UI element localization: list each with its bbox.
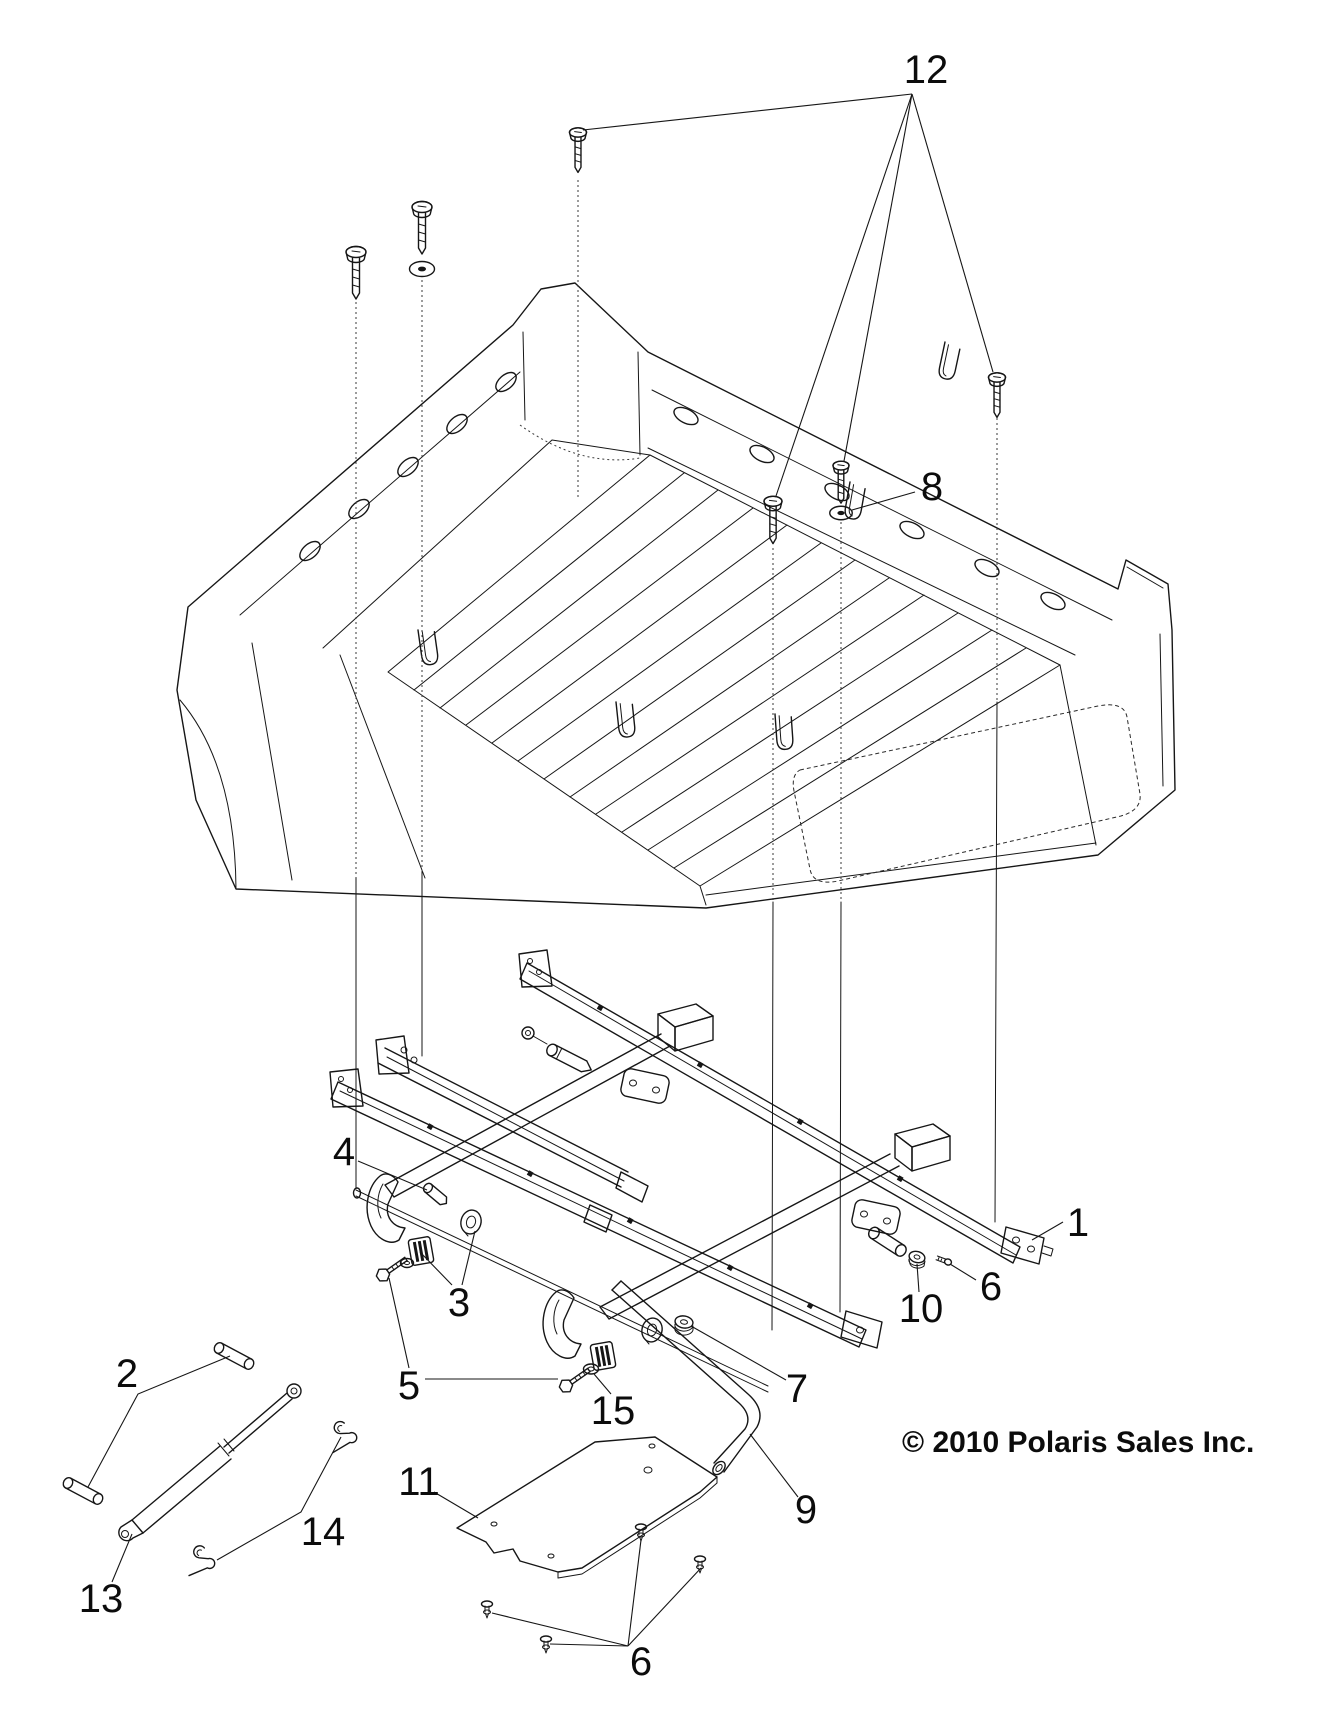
- leader-line-3: [462, 1231, 475, 1285]
- box-floor: [388, 455, 1096, 905]
- screw-12-a: [345, 245, 367, 300]
- bolt-5-a: [373, 1252, 411, 1285]
- screw-12-c: [568, 127, 588, 173]
- callout-1: 1: [1067, 1201, 1089, 1245]
- bushing-3-d: [638, 1315, 666, 1345]
- screw-12-b: [411, 200, 433, 255]
- callout-6-right: 6: [980, 1265, 1002, 1309]
- mounting-screws: [345, 127, 1007, 545]
- leader-line-6-bottom: [550, 1644, 628, 1646]
- leader-line-6-right: [950, 1264, 976, 1280]
- leader-line-12: [583, 94, 912, 130]
- pin-10: [867, 1225, 909, 1258]
- push-rivets-6: [480, 1523, 707, 1654]
- leader-line-7: [691, 1326, 786, 1380]
- frame-bed-support: [376, 1036, 648, 1202]
- skid-plate-11: [457, 1437, 717, 1578]
- leader-line-1: [1032, 1222, 1063, 1240]
- screw-12-f: [987, 372, 1007, 418]
- leader-line-5: [389, 1278, 409, 1368]
- leader-line-10: [917, 1264, 919, 1292]
- bushing-3-c: [588, 1339, 618, 1373]
- leader-line-13: [112, 1534, 132, 1582]
- screw-6-right: [936, 1255, 953, 1266]
- support-tube-9: [612, 1281, 760, 1477]
- callout-13: 13: [79, 1577, 124, 1621]
- frame-crossmember-rear: [600, 1124, 950, 1319]
- callout-9: 9: [795, 1488, 817, 1532]
- leader-line-14: [217, 1437, 341, 1560]
- cargo-box: [177, 283, 1175, 908]
- bushing-3-b: [457, 1207, 485, 1237]
- screw-12-d: [763, 495, 783, 545]
- leader-line-8: [852, 492, 915, 510]
- frame-rail-front: [330, 1069, 882, 1348]
- bushing-3-a: [406, 1234, 436, 1268]
- gas-strut: [119, 1384, 301, 1541]
- projection-lines: [356, 180, 997, 1330]
- tailgate-handle-recess: [793, 705, 1140, 882]
- box-rim: [240, 372, 1163, 655]
- frame-rail-rear: [519, 950, 1053, 1264]
- callout-2: 2: [116, 1352, 138, 1396]
- washer-8: [829, 505, 853, 521]
- callout-8: 8: [921, 465, 943, 509]
- bolt-5-b: [556, 1363, 594, 1396]
- frame-hardware: [373, 1027, 953, 1396]
- washer-top: [408, 260, 436, 278]
- leader-line-6-bottom: [628, 1568, 701, 1646]
- callout-4: 4: [333, 1130, 355, 1174]
- leader-line-4: [358, 1161, 427, 1190]
- callout-10: 10: [899, 1287, 944, 1331]
- callout-11: 11: [398, 1460, 440, 1504]
- leader-line-12: [844, 94, 912, 461]
- pin-4: [422, 1182, 450, 1208]
- leader-line-9: [750, 1434, 798, 1497]
- box-front-panel: [520, 332, 640, 460]
- bed-frame: [330, 950, 1053, 1396]
- copyright-text: © 2010 Polaris Sales Inc.: [902, 1426, 1254, 1459]
- leader-line-2: [88, 1356, 230, 1487]
- callout-15: 15: [591, 1389, 636, 1433]
- callout-3: 3: [448, 1281, 470, 1325]
- leader-line-11: [434, 1492, 478, 1518]
- callout-5: 5: [398, 1364, 420, 1408]
- callout-6-bottom: 6: [630, 1640, 652, 1684]
- leader-line-12: [776, 94, 912, 496]
- frame-bracket-1: [1001, 1227, 1044, 1264]
- callout-12: 12: [904, 48, 949, 92]
- box-tailgate: [706, 634, 1163, 895]
- retainer-clips-14: [185, 1419, 360, 1583]
- frame-mount-plates: [620, 1068, 902, 1236]
- callout-7: 7: [786, 1367, 808, 1411]
- leader-line-6-bottom: [492, 1613, 628, 1646]
- leader-line-3: [420, 1252, 452, 1285]
- box-left-wall: [180, 643, 425, 889]
- leader-line-12: [912, 94, 993, 372]
- leader-line-6-bottom: [628, 1540, 641, 1646]
- box-latch-tabs: [417, 341, 962, 751]
- latch-rod: [354, 1188, 769, 1392]
- callout-14: 14: [301, 1510, 346, 1554]
- leader-line-15: [594, 1374, 611, 1394]
- box-silhouette: [177, 283, 1175, 908]
- frame-crossmember-front: [385, 1004, 713, 1197]
